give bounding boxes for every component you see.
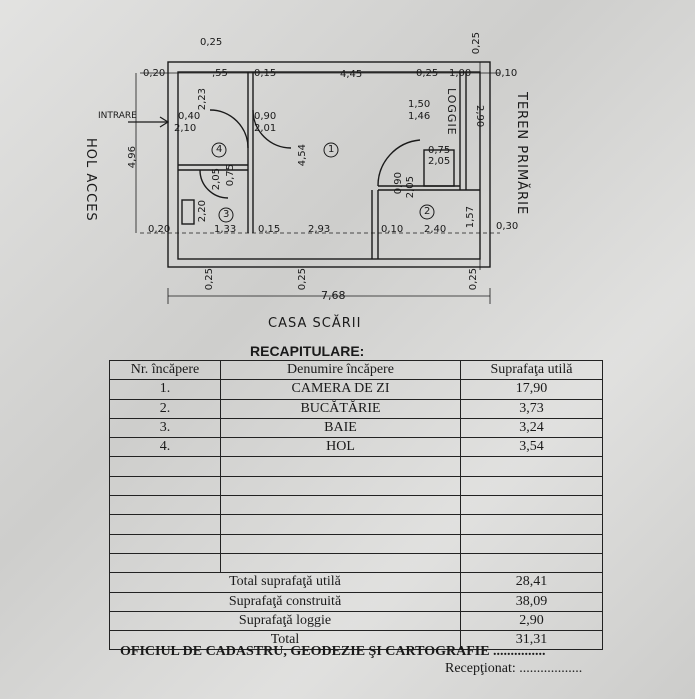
- dim-label: 0,25: [416, 68, 439, 79]
- column-header: Denumire încăpere: [220, 359, 461, 381]
- dim-label: 7,68: [321, 289, 346, 302]
- total-label: Suprafaţă loggie: [109, 610, 461, 632]
- dim-label: 0,90: [393, 172, 404, 195]
- table-row: 2. BUCĂTĂRIE 3,73: [109, 398, 603, 419]
- room-name: BUCĂTĂRIE: [220, 398, 461, 419]
- dim-label: 2,10: [174, 123, 197, 134]
- dim-label: ,55: [212, 68, 228, 79]
- room-nr: 1.: [109, 379, 221, 400]
- total-row: Suprafaţă loggie 2,90: [109, 610, 603, 632]
- office-line: OFICIUL DE CADASTRU, GEODEZIE ŞI CARTOGR…: [120, 644, 546, 659]
- dim-label: 0,25: [297, 268, 308, 291]
- dim-label: 0,25: [200, 37, 223, 48]
- total-value: 31,31: [460, 630, 603, 651]
- dim-label: 0,10: [495, 68, 518, 79]
- dim-label: 4,54: [297, 144, 308, 167]
- dim-label: 0,25: [471, 32, 482, 55]
- dim-label: 2,05: [211, 168, 222, 191]
- dim-label: 2,90: [474, 105, 485, 128]
- dim-label: 0,20: [148, 224, 171, 235]
- room-area: 3,24: [460, 417, 603, 439]
- total-label: Suprafaţă construită: [109, 591, 461, 612]
- column-header: Nr. încăpere: [109, 359, 221, 381]
- dim-label: 2,93: [308, 224, 331, 235]
- dim-label: 0,25: [468, 268, 479, 291]
- empty-row: [109, 552, 603, 574]
- total-value: 2,90: [460, 610, 603, 632]
- dim-label: 4,45: [340, 69, 363, 80]
- dim-label: 0,90: [254, 111, 277, 122]
- room-name: HOL: [220, 437, 461, 458]
- dim-label: 2,05: [428, 156, 451, 167]
- dim-label: 2,40: [424, 224, 447, 235]
- dim-label: 0,40: [178, 111, 201, 122]
- total-row: Suprafaţă construită 38,09: [109, 591, 603, 612]
- empty-row: [109, 533, 603, 554]
- empty-row: [109, 495, 603, 516]
- floor-plan: 0,25 0,20 ,55 0,15 4,45 0,25 1,00 0,25 0…: [0, 0, 695, 330]
- received-line: Recepţionat: ..................: [445, 661, 583, 676]
- empty-row: [109, 475, 603, 497]
- dim-label: 0,20: [143, 68, 166, 79]
- dim-label: 1,57: [465, 206, 476, 229]
- dim-label: 2,05: [405, 176, 416, 199]
- dim-label: 1,46: [408, 111, 431, 122]
- dim-label: 1,50: [408, 99, 431, 110]
- outside-bottom-label: CASA SCĂRII: [268, 316, 362, 331]
- total-row: Total 31,31: [109, 630, 603, 651]
- total-label: Total: [109, 630, 461, 651]
- recap-table: Nr. încăpere Denumire încăpere Suprafaţa…: [109, 359, 603, 651]
- outside-right-label: TEREN PRIMĂRIE: [514, 92, 529, 216]
- dim-label: 2,23: [197, 88, 208, 111]
- empty-row: [109, 514, 603, 535]
- dim-label: 1,33: [214, 224, 237, 235]
- empty-row: [109, 456, 603, 477]
- total-value: 38,09: [460, 591, 603, 612]
- dim-label: 0,75: [225, 164, 236, 187]
- dim-label: 0,15: [258, 224, 281, 235]
- room-nr: 4.: [109, 437, 221, 458]
- table-row: 1. CAMERA DE ZI 17,90: [109, 379, 603, 400]
- table-row: 4. HOL 3,54: [109, 437, 603, 458]
- room-name: BAIE: [220, 417, 461, 439]
- table-header-row: Nr. încăpere Denumire încăpere Suprafaţa…: [109, 359, 603, 381]
- recap-title: RECAPITULARE:: [250, 343, 365, 359]
- room-area: 3,73: [460, 398, 603, 419]
- dim-label: 2,20: [197, 200, 208, 223]
- dim-label: 0,10: [381, 224, 404, 235]
- dim-label: 0,25: [204, 268, 215, 291]
- room-name: CAMERA DE ZI: [220, 379, 461, 400]
- room-number: 2: [424, 206, 431, 217]
- room-nr: 2.: [109, 398, 221, 419]
- dim-label: 1,00: [449, 68, 472, 79]
- outside-left-label: HOL ACCES: [83, 138, 98, 222]
- column-header: Suprafaţa utilă: [460, 359, 603, 381]
- total-label: Total suprafaţă utilă: [109, 572, 461, 593]
- dim-label: 0,75: [428, 145, 451, 156]
- dim-label: 2,01: [254, 123, 277, 134]
- room-number: 1: [328, 144, 335, 155]
- dim-label: 0,15: [254, 68, 277, 79]
- room-area: 3,54: [460, 437, 603, 458]
- room-nr: 3.: [109, 417, 221, 439]
- floor-plan-drawing: [128, 61, 500, 304]
- room-number: 3: [223, 209, 230, 220]
- loggia-label: LOGGIE: [445, 88, 458, 136]
- total-row: Total suprafaţă utilă 28,41: [109, 572, 603, 593]
- table-row: 3. BAIE 3,24: [109, 417, 603, 439]
- dim-label: 0,30: [496, 221, 519, 232]
- entrance-label: INTRARE: [98, 111, 137, 121]
- room-number: 4: [216, 144, 223, 155]
- dim-label: 4,96: [127, 146, 138, 169]
- room-area: 17,90: [460, 379, 603, 400]
- total-value: 28,41: [460, 572, 603, 593]
